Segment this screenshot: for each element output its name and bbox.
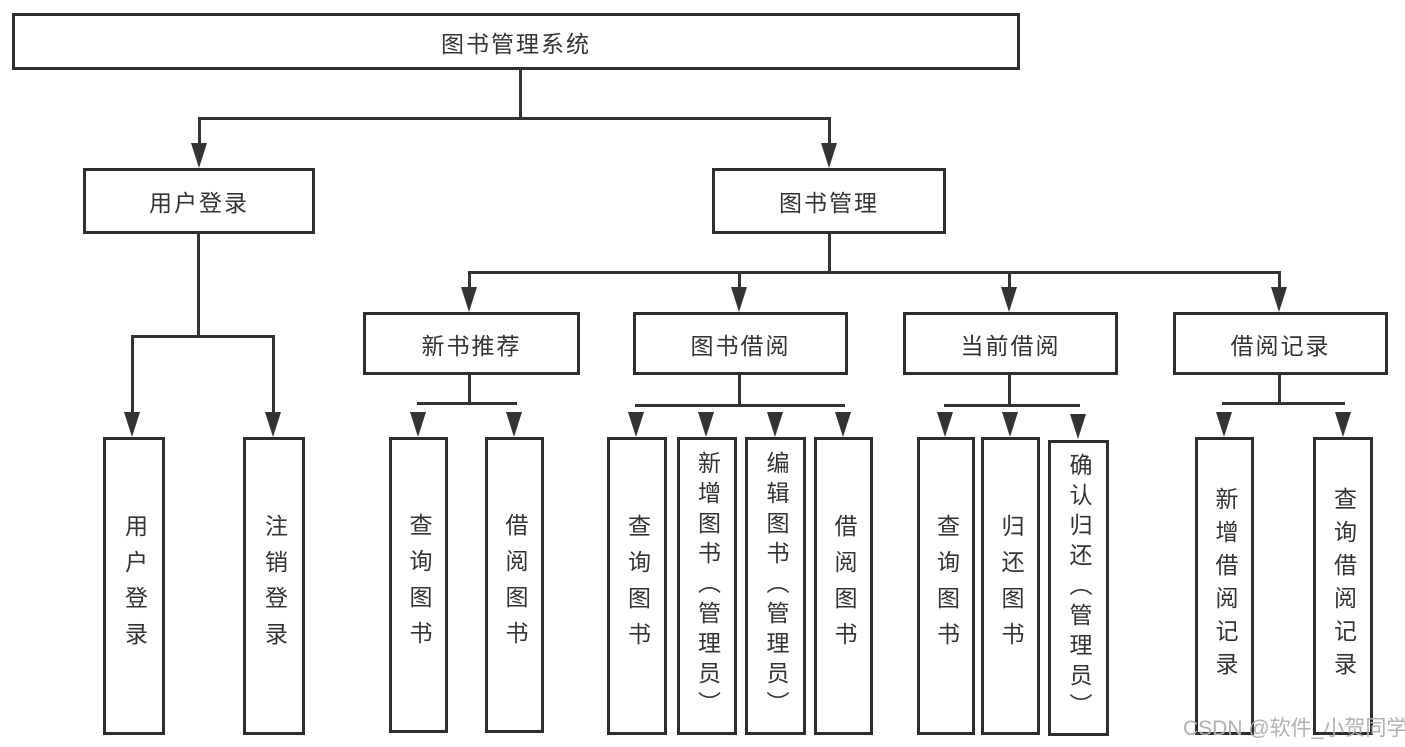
- watermark: CSDN @软件_小贺同学: [1183, 717, 1405, 740]
- connector-line: [738, 271, 741, 293]
- node-label: 图书借阅: [690, 332, 791, 359]
- node-user-login: 用户登录: [83, 168, 315, 234]
- leaf-logout: 注销登录: [243, 437, 305, 735]
- arrow-down-icon: [1216, 412, 1232, 437]
- connector-line: [131, 335, 134, 415]
- connector-line: [468, 271, 471, 293]
- connector-line: [468, 271, 1281, 274]
- arrow-down-icon: [1002, 412, 1018, 437]
- arrow-down-icon: [835, 412, 851, 437]
- arrow-down-icon: [1070, 414, 1086, 439]
- leaf-borrow-books-2: 借阅图书: [814, 437, 873, 735]
- node-label: 编辑图书（管理员）: [763, 451, 789, 721]
- node-label: 查询图书: [406, 513, 432, 657]
- leaf-query-books-1: 查询图书: [389, 437, 448, 733]
- node-label: 借阅记录: [1230, 332, 1331, 359]
- connector-line: [417, 402, 517, 405]
- node-label: 图书管理系统: [441, 30, 591, 57]
- node-new-book-recommend: 新书推荐: [363, 312, 580, 375]
- leaf-query-borrow-record: 查询借阅记录: [1313, 437, 1373, 735]
- node-label: 借阅图书: [831, 514, 857, 658]
- connector-line: [738, 375, 741, 407]
- connector-line: [198, 117, 831, 120]
- leaf-user-login: 用户登录: [103, 437, 165, 735]
- leaf-edit-books-admin: 编辑图书（管理员）: [745, 437, 806, 735]
- leaf-add-borrow-record: 新增借阅记录: [1195, 437, 1254, 735]
- node-label: 新书推荐: [421, 332, 522, 359]
- node-label: 借阅图书: [502, 513, 528, 657]
- arrow-down-icon: [124, 412, 140, 437]
- arrow-down-icon: [461, 287, 477, 312]
- leaf-confirm-return-admin: 确认归还（管理员）: [1048, 440, 1109, 736]
- node-label: 当前借阅: [960, 332, 1061, 359]
- node-label: 新增图书（管理员）: [694, 451, 721, 721]
- node-label: 查询图书: [933, 514, 960, 658]
- arrow-down-icon: [698, 412, 714, 437]
- arrow-down-icon: [731, 287, 747, 312]
- connector-line: [828, 117, 831, 147]
- arrow-down-icon: [1001, 287, 1017, 312]
- leaf-add-books-admin: 新增图书（管理员）: [677, 437, 737, 735]
- node-book-management-system: 图书管理系统: [12, 13, 1020, 70]
- leaf-return-books: 归还图书: [981, 437, 1040, 735]
- connector-line: [468, 375, 471, 405]
- connector-line: [944, 404, 1080, 407]
- arrow-down-icon: [937, 412, 953, 437]
- connector-line: [635, 404, 845, 407]
- arrow-down-icon: [506, 412, 522, 437]
- connector-line: [1008, 375, 1011, 407]
- node-label: 注销登录: [261, 514, 288, 658]
- arrow-down-icon: [821, 143, 837, 168]
- connector-line: [197, 234, 200, 338]
- connector-line: [198, 117, 201, 147]
- arrow-down-icon: [628, 412, 644, 437]
- node-label: 查询借阅记录: [1330, 487, 1357, 685]
- node-borrow-records: 借阅记录: [1173, 312, 1388, 375]
- node-label: 图书管理: [779, 190, 879, 216]
- connector-line: [1278, 375, 1281, 405]
- arrow-down-icon: [767, 412, 783, 437]
- connector-line: [131, 335, 275, 338]
- node-book-borrow: 图书借阅: [633, 312, 848, 375]
- connector-line: [1278, 271, 1281, 293]
- node-book-management: 图书管理: [712, 168, 946, 234]
- leaf-query-books-3: 查询图书: [917, 437, 975, 735]
- connector-line: [828, 234, 831, 274]
- connector-line: [519, 68, 522, 118]
- leaf-borrow-books-1: 借阅图书: [485, 437, 544, 733]
- node-label: 查询图书: [624, 514, 651, 658]
- arrow-down-icon: [1271, 287, 1287, 312]
- arrow-down-icon: [191, 143, 207, 168]
- node-label: 用户登录: [121, 514, 148, 658]
- arrow-down-icon: [1335, 412, 1351, 437]
- node-label: 归还图书: [998, 514, 1024, 658]
- connector-line: [1008, 271, 1011, 293]
- leaf-query-books-2: 查询图书: [607, 437, 667, 735]
- node-label: 用户登录: [149, 190, 249, 216]
- node-label: 新增借阅记录: [1212, 487, 1238, 685]
- node-current-borrow: 当前借阅: [903, 312, 1118, 375]
- connector-line: [1222, 402, 1345, 405]
- connector-line: [272, 335, 275, 415]
- arrow-down-icon: [410, 412, 426, 437]
- node-label: 确认归还（管理员）: [1066, 453, 1092, 723]
- arrow-down-icon: [265, 412, 281, 437]
